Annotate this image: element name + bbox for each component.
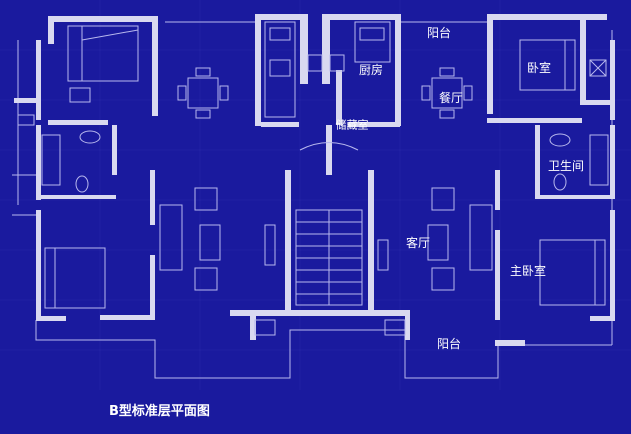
room-label-bathroom: 卫生间: [547, 159, 585, 173]
room-label-storage: 储藏室: [335, 118, 369, 132]
plan-caption: B型标准层平面图: [109, 404, 210, 419]
room-label-balcony-bottom: 阳台: [436, 337, 462, 351]
furniture: [17, 21, 609, 336]
room-label-master-bedroom: 主卧室: [509, 264, 547, 278]
room-label-dining: 餐厅: [438, 91, 464, 105]
walls: [14, 14, 615, 346]
room-label-balcony-top: 阳台: [426, 26, 452, 40]
room-label-living: 客厅: [405, 236, 431, 250]
room-label-bedroom: 卧室: [526, 61, 552, 75]
room-label-kitchen: 厨房: [358, 63, 384, 77]
